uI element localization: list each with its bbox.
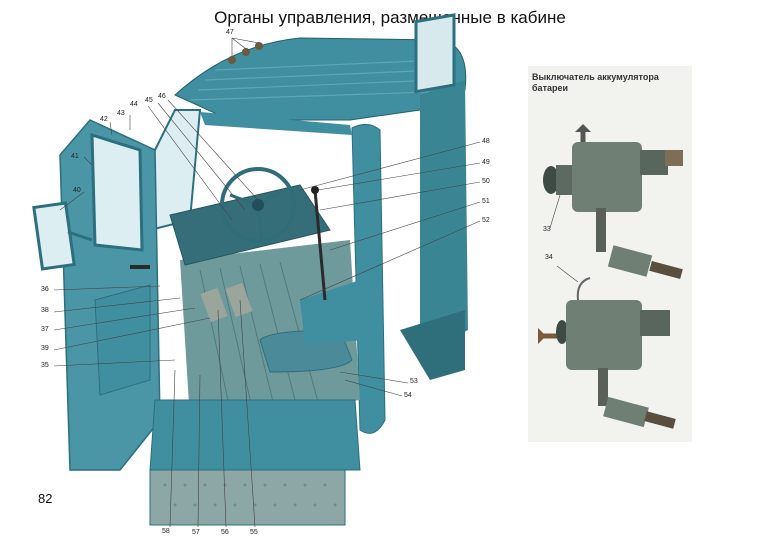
door-window [90,132,144,252]
callout-53: 53 [410,378,418,385]
page-title: Органы управления, размещенные в кабине [214,8,566,27]
callout-40: 40 [73,187,81,194]
roof-light-2 [242,48,250,56]
callout-55: 55 [250,529,258,536]
door-handle [130,265,150,269]
roof-light-1 [228,56,236,64]
callout-39: 39 [41,345,49,352]
door-inner-panel [94,284,151,396]
callout-48: 48 [482,138,490,145]
side-mirror [32,201,76,271]
callout-35: 35 [41,362,49,369]
callout-33: 33 [543,226,551,233]
callout-42: 42 [100,116,108,123]
cab-underside [400,310,465,380]
roof-light-3 [255,42,263,50]
callout-37: 37 [41,326,49,333]
seat-back [300,280,365,345]
pedal-1 [200,287,228,323]
pedal-2 [225,282,253,318]
cab-rear-wall [420,80,468,345]
windshield-frame [200,112,352,135]
callout-38: 38 [41,307,49,314]
callout-45: 45 [145,97,153,104]
battery-switch-top [543,124,683,279]
rear-window [414,13,456,94]
steering-wheel [220,167,296,243]
callout-57: 57 [192,529,200,536]
dashboard [169,184,331,266]
page-number: 82 [38,491,53,506]
callout-44: 44 [130,101,138,108]
callout-49: 49 [482,159,490,166]
battery-switch-caption: Выключатель аккумулятора батареи [532,72,659,93]
battery-switch-panel [528,66,692,442]
gear-lever [313,189,327,301]
callout-47: 47 [226,29,234,36]
callout-43: 43 [117,110,125,117]
callout-50: 50 [482,178,490,185]
callout-52: 52 [482,217,490,224]
door-pillar [351,124,386,434]
callout-34: 34 [545,254,553,261]
battery-switch-bottom [538,277,676,429]
callout-54: 54 [404,392,412,399]
callout-56: 56 [221,529,229,536]
cab-floor [180,240,360,420]
cab-lower-wall [149,399,361,471]
callout-46: 46 [158,93,166,100]
callout-51: 51 [482,198,490,205]
callout-36: 36 [41,286,49,293]
callout-58: 58 [162,528,170,535]
callout-41: 41 [71,153,79,160]
lower-step [149,469,346,526]
